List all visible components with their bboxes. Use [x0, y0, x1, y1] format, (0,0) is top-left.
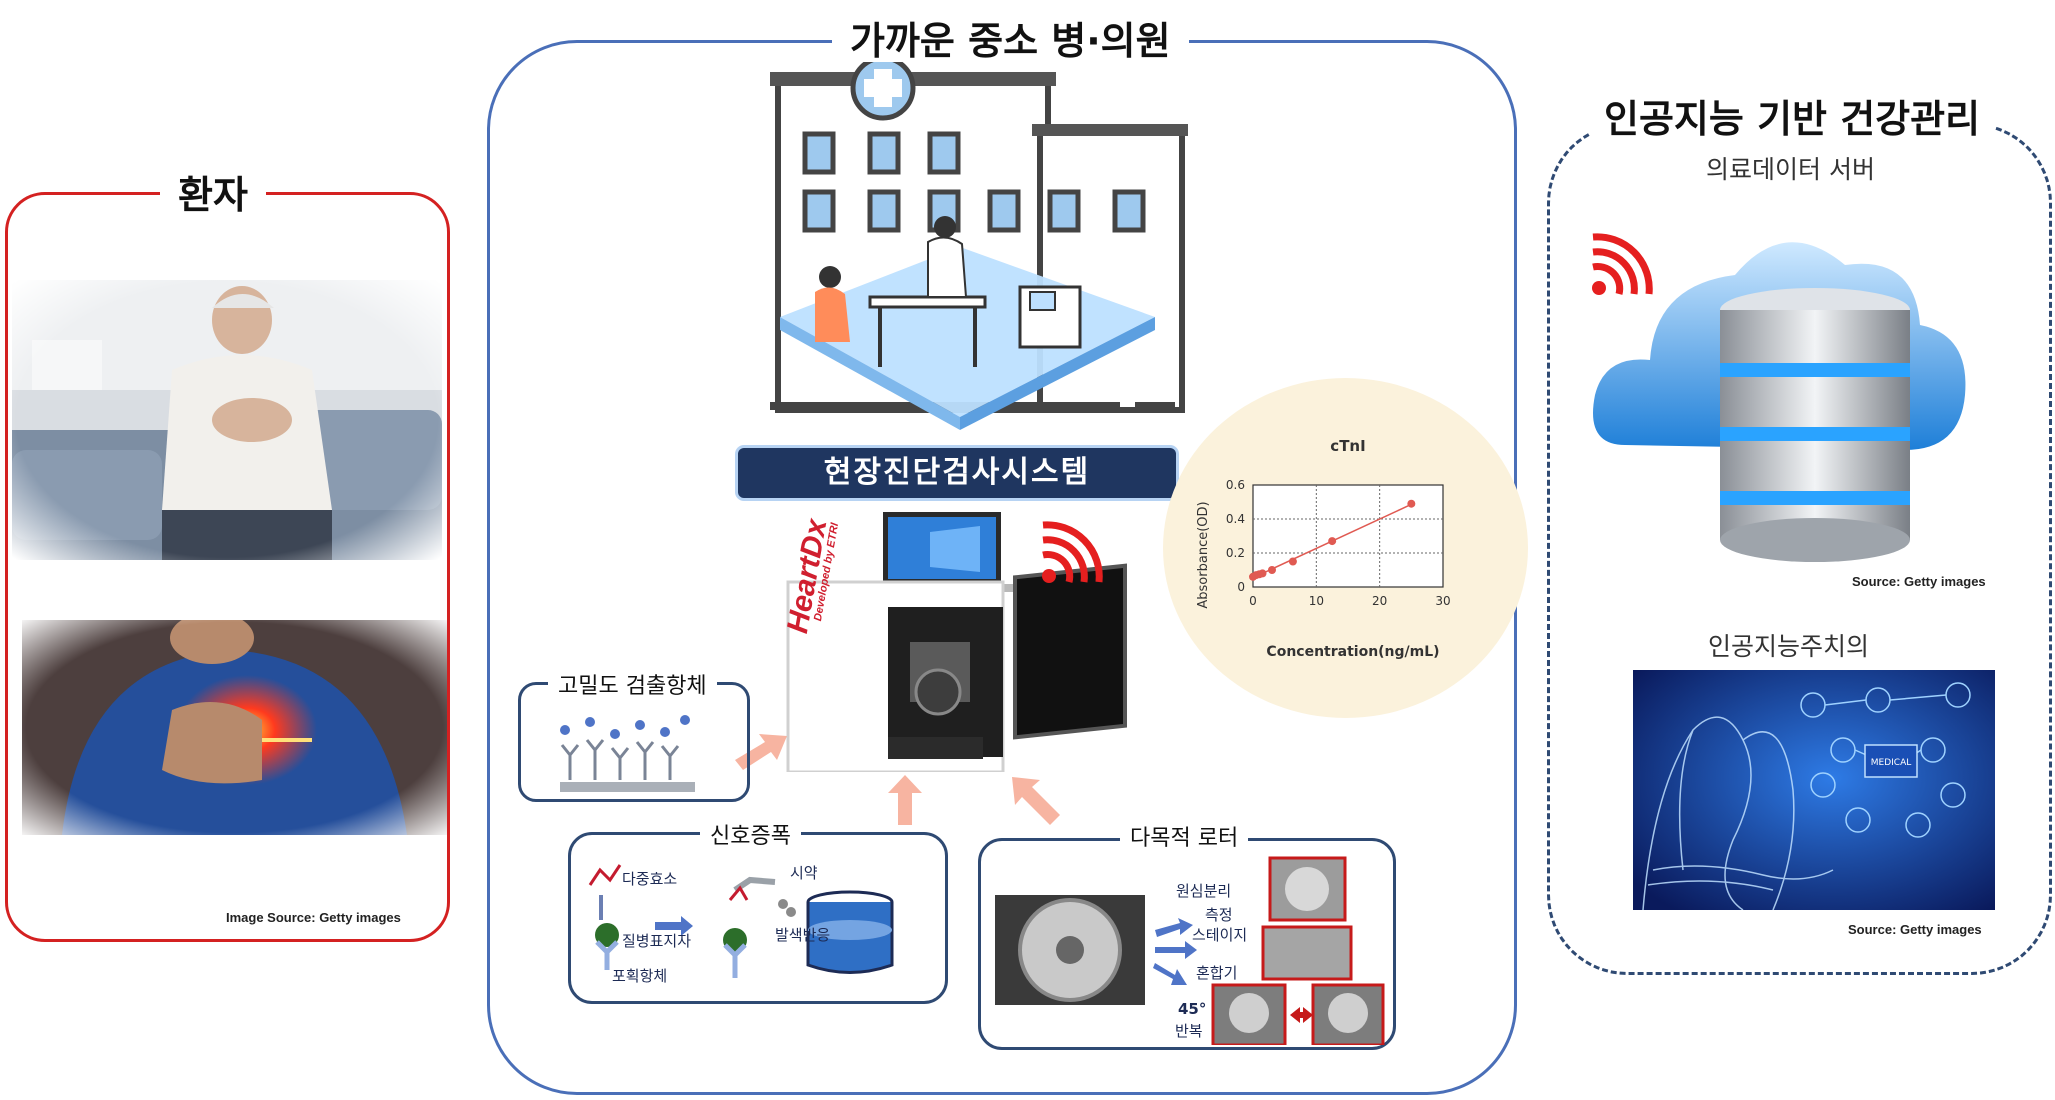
rotor-label-mixer: 혼합기 [1196, 964, 1238, 982]
rotor-label-measure: 측정 [1205, 906, 1233, 924]
antibody-title: 고밀도 검출항체 [548, 668, 717, 700]
patient-image-source: Image Source: Getty images [226, 910, 401, 925]
ai-server-label: 의료데이터 서버 [1700, 150, 1881, 186]
chart-point [1407, 499, 1416, 508]
chart-xlabel: Concentration(ng/mL) [1266, 644, 1439, 660]
chart-point [1328, 537, 1337, 546]
hospital-illustration [770, 62, 1188, 430]
signal-label-reagent: 시약 [790, 864, 818, 882]
chart-point [1258, 569, 1267, 578]
wifi-icon [1042, 521, 1103, 583]
flow-arrow-rotor [1012, 777, 1060, 825]
signal-label-marker: 질병표지자 [622, 932, 692, 950]
heartdx-device [786, 512, 1127, 772]
chart-point [1288, 557, 1297, 566]
rotor-label-repeat: 반복 [1175, 1022, 1203, 1040]
rotor-label-centrifuge: 원심분리 [1176, 882, 1232, 900]
rotor-label-stage: 스테이지 [1192, 926, 1248, 944]
ctni-chart: cTnI 0 10 20 30 0 0.2 0.4 0.6 Absorbance(OD) Co… [1196, 437, 1451, 660]
chart-ylabel: Absorbance(OD) [1196, 501, 1211, 608]
chart-title: cTnI [1330, 437, 1365, 455]
ai-doctor-image: MEDICAL [1633, 670, 1995, 910]
chart-xtick-label: 10 [1309, 594, 1324, 608]
chart-ytick-label: 0.2 [1226, 546, 1245, 560]
medical-badge: MEDICAL [1871, 758, 1912, 768]
chart-ytick-label: 0 [1237, 580, 1245, 594]
ai-doctor-image-source: Source: Getty images [1848, 922, 1982, 937]
rotor-illustration [995, 856, 1385, 1045]
rotor-title: 다목적 로터 [1120, 820, 1249, 852]
chart-ytick-label: 0.4 [1226, 512, 1245, 526]
poct-banner-label: 현장진단검사시스템 [823, 455, 1091, 490]
chart-xtick-label: 20 [1372, 594, 1387, 608]
patient-photo-elderly [12, 280, 442, 560]
ai-title: 인공지능 기반 건강관리 [1590, 88, 1995, 143]
signal-illustration [588, 864, 894, 978]
server-wifi-icon [1592, 233, 1653, 295]
chart-plot-area [1252, 484, 1444, 588]
antibody-illustration [560, 715, 695, 792]
flow-arrow-signal [888, 775, 922, 825]
patient-photo-heart-pain [22, 620, 447, 835]
cloud-server-illustration [1593, 242, 1966, 562]
signal-label-color-reaction: 발색반응 [775, 926, 831, 944]
signal-title: 신호증폭 [700, 818, 801, 850]
chart-point [1268, 566, 1276, 574]
patient-title: 환자 [160, 164, 266, 219]
chart-ytick-label: 0.6 [1226, 478, 1245, 492]
signal-label-capture: 포획항체 [612, 967, 668, 985]
clinic-title: 가까운 중소 병·의원 [832, 10, 1189, 65]
rotor-label-repeat-deg: 45° [1178, 1000, 1207, 1018]
poct-banner [738, 448, 1176, 498]
chart-xtick-label: 0 [1249, 594, 1257, 608]
server-image-source: Source: Getty images [1852, 574, 1986, 589]
ai-doctor-label: 인공지능주치의 [1708, 632, 1870, 661]
signal-label-multi-enzyme: 다중효소 [622, 870, 678, 888]
chart-xtick-label: 30 [1435, 594, 1450, 608]
